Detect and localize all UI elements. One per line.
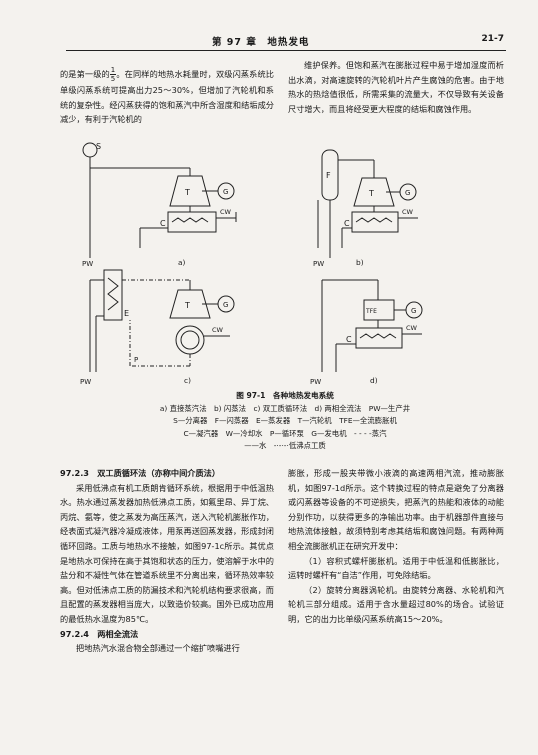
text-fragment: 闪蒸系统比单级闪蒸系统可提高出力25～30%，但增加了汽轮机和系统的复杂性。经闪…: [60, 69, 274, 125]
subfigure-b-label: b): [356, 258, 364, 267]
label-PW-a: PW: [82, 260, 93, 268]
label-C-d: C: [346, 335, 352, 344]
label-T-b: T: [368, 189, 374, 198]
diagram-c-binary: [89, 269, 235, 372]
diagram-b-flash: [317, 149, 418, 258]
right-top-paragraph: 维护保养。但饱和蒸汽在膨胀过程中易于增加湿度而析出水滴，对高速旋转的汽轮机叶片产…: [288, 60, 504, 114]
label-CW-a: CW: [220, 208, 232, 216]
label-T-a: T: [184, 188, 190, 197]
label-TFE: TFE: [365, 308, 377, 315]
label-G-b: G: [405, 189, 410, 197]
system-diagrams: S T G C CW PW F T G C CW PW E T G CW P P…: [80, 142, 423, 386]
label-PW-b: PW: [313, 260, 324, 268]
subfigure-d-label: d): [370, 376, 378, 385]
label-T-c: T: [184, 301, 190, 310]
left-column-bottom: 97.2.3 双工质循环法（亦称中间介质法） 采用低沸点有机工质朗肯循环系统，根…: [60, 466, 274, 656]
label-PW-c: PW: [80, 378, 91, 386]
section-body-97-2-3: 采用低沸点有机工质朗肯循环系统，根据用于中低温热水。热水通过蒸发器加热低沸点工质…: [60, 482, 274, 624]
label-E: E: [124, 309, 129, 318]
label-F: F: [326, 171, 331, 180]
subfigure-a-label: a): [178, 258, 186, 267]
chapter-title: 第 97 章 地热发电: [212, 37, 310, 48]
label-S: S: [96, 142, 101, 151]
caption-line-1: a) 直接蒸汽法 b) 闪蒸法 c) 双工质循环法 d) 两相全流法 PW—生产…: [159, 403, 411, 413]
label-C-a: C: [160, 219, 166, 228]
label-CW-d: CW: [406, 324, 418, 332]
label-CW-c: CW: [212, 326, 224, 334]
section-heading-97-2-4: 97.2.4 两相全流法: [60, 628, 139, 639]
right-bottom-paragraph-2: （1）容积式螺杆膨胀机。适用于中低温和低膨胀比，运转时螺杆有“自洁”作用，可免除…: [288, 555, 504, 581]
page-number: 21-7: [481, 34, 504, 44]
caption-title: 图 97-1 各种地热发电系统: [236, 391, 334, 400]
subfigure-c-label: c): [184, 376, 191, 385]
section-heading-97-2-3: 97.2.3 双工质循环法（亦称中间介质法）: [60, 468, 221, 478]
header-rule: [66, 50, 506, 51]
label-P: P: [134, 356, 138, 364]
figure-97-1: S T G C CW PW F T G C CW PW E T G CW P P…: [60, 140, 510, 388]
label-G-c: G: [223, 301, 228, 309]
text-fragment: 。在同样的地热水耗量时，双级: [116, 69, 233, 79]
section-body-97-2-4: 把地热汽水混合物全部通过一个缩扩喷嘴进行: [76, 643, 240, 654]
right-column-bottom: 膨胀，形成一股夹带微小液滴的高速两相汽流，推动膨胀机，如图97-1d所示。这个转…: [288, 466, 504, 627]
label-G-a: G: [223, 188, 228, 196]
page-header: 第 97 章 地热发电 21-7: [0, 34, 538, 50]
caption-line-2: S—分离器 F—闪蒸器 E—蒸发器 T—汽轮机 TFE—全流膨胀机: [173, 416, 397, 425]
text-fragment: 的是第一级的: [60, 69, 110, 79]
fraction-denominator: 5: [110, 75, 116, 83]
label-CW-b: CW: [402, 208, 414, 216]
diagram-a-direct-steam: [82, 142, 237, 258]
right-bottom-paragraph-3: （2）旋转分离器涡轮机。由旋转分离器、水轮机和汽轮机三部分组成。适用于含水量超过…: [288, 584, 504, 624]
label-PW-d: PW: [310, 378, 321, 386]
right-column-top: 维护保养。但饱和蒸汽在膨胀过程中易于增加湿度而析出水滴，对高速旋转的汽轮机叶片产…: [288, 58, 504, 116]
caption-line-3: C—凝汽器 W—冷却水 P—循环泵 G—发电机 - - - -蒸汽: [183, 428, 387, 438]
caption-line-4: ——水 -·-·-·低沸点工质: [244, 441, 326, 450]
label-G-d: G: [411, 307, 416, 315]
label-C-b: C: [344, 219, 350, 228]
right-bottom-paragraph-1: 膨胀，形成一股夹带微小液滴的高速两相汽流，推动膨胀机，如图97-1d所示。这个转…: [288, 468, 504, 551]
fraction-numerator: 1: [109, 66, 117, 75]
figure-caption: 图 97-1 各种地热发电系统 a) 直接蒸汽法 b) 闪蒸法 c) 双工质循环…: [60, 390, 510, 453]
diagram-d-total-flow: [321, 279, 423, 372]
